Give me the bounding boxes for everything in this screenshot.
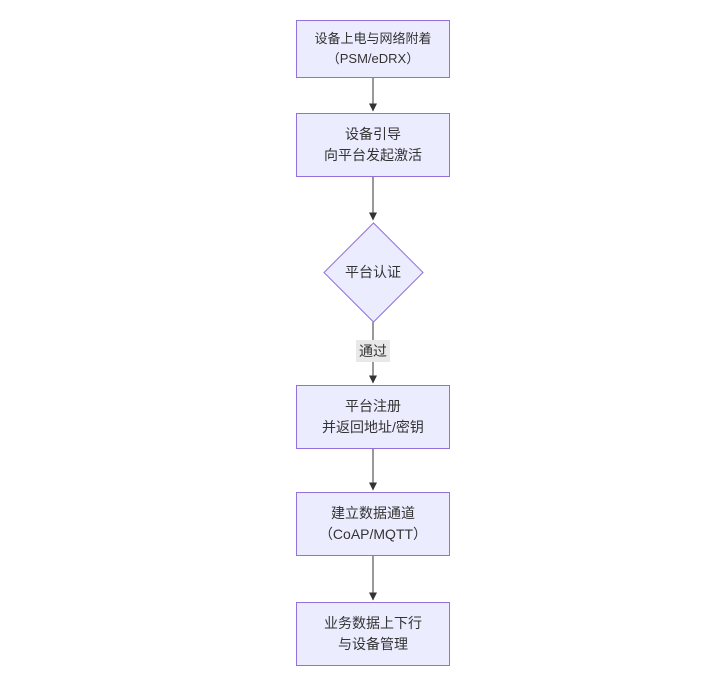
node-business-line2: 与设备管理 (338, 636, 408, 652)
node-power-attach-line2: （PSM/eDRX） (326, 51, 420, 66)
node-auth-label: 平台认证 (345, 264, 401, 280)
node-bootstrap-line2: 向平台发起激活 (324, 147, 422, 163)
node-auth-decision: 平台认证 (322, 221, 424, 323)
node-business-line1: 业务数据上下行 (324, 615, 422, 631)
node-bootstrap: 设备引导 向平台发起激活 (296, 113, 450, 177)
node-register: 平台注册 并返回地址/密钥 (296, 385, 450, 449)
node-power-attach: 设备上电与网络附着 （PSM/eDRX） (296, 20, 450, 78)
node-channel-line2: （CoAP/MQTT） (318, 526, 428, 542)
node-business: 业务数据上下行 与设备管理 (296, 602, 450, 666)
node-register-line1: 平台注册 (345, 398, 401, 414)
node-bootstrap-line1: 设备引导 (345, 126, 401, 142)
node-register-line2: 并返回地址/密钥 (322, 419, 424, 435)
node-channel: 建立数据通道 （CoAP/MQTT） (296, 492, 450, 556)
edge-label-pass: 通过 (356, 340, 390, 362)
node-channel-line1: 建立数据通道 (331, 505, 415, 521)
node-power-attach-line1: 设备上电与网络附着 (314, 31, 432, 46)
